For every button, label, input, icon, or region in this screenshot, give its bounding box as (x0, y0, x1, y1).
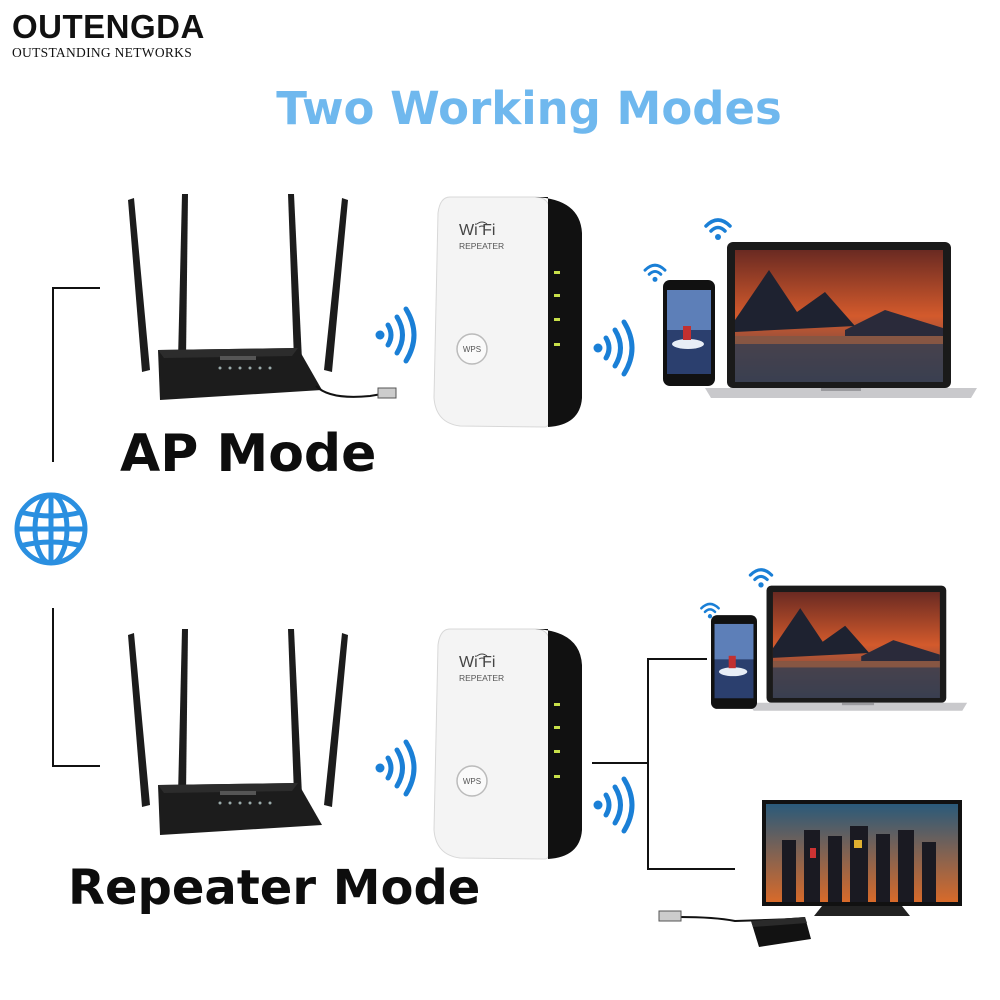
headline: Two Working Modes (276, 82, 782, 135)
wifi-signal-icon (704, 218, 732, 240)
wps-button-label: WPS (463, 777, 481, 786)
wifi-signal-icon (593, 776, 635, 834)
wifi-label: Wi Fi (459, 654, 495, 671)
repeater-image: WPS Wi Fi REPEATER (433, 628, 582, 860)
wifi-signal-icon (643, 263, 667, 282)
wifi-signal-icon (748, 568, 774, 588)
router-image (128, 629, 348, 835)
repeater-image: WPS Wi Fi REPEATER (433, 196, 582, 428)
wifi-signal-icon (700, 602, 720, 619)
connector-line-right-bottom (647, 868, 735, 870)
laptop-image (748, 585, 968, 711)
wifi-signal-icon (375, 739, 417, 797)
connector-line-bottom-v (52, 608, 54, 766)
connector-line-right-stub (592, 762, 648, 764)
mode-title-ap: AP Mode (120, 424, 377, 484)
wifi-signal-icon (593, 319, 635, 377)
connector-line-right-v (647, 658, 649, 870)
tv-image (762, 800, 962, 916)
tv-box-image (658, 910, 811, 947)
brand-name: OUTENGDA (12, 8, 205, 45)
mode-title-repeater: Repeater Mode (68, 860, 481, 916)
connector-line-right-top (647, 658, 707, 660)
smartphone-image (711, 615, 757, 709)
laptop-image (705, 242, 977, 398)
repeater-label: REPEATER (459, 241, 504, 251)
connector-line-top-v (52, 287, 54, 462)
brand-tagline: OUTSTANDING NETWORKS (12, 45, 193, 60)
smartphone-image (663, 280, 715, 386)
wifi-signal-icon (375, 306, 417, 364)
wifi-label: Wi Fi (459, 222, 495, 239)
router-image (128, 194, 397, 400)
globe-icon (14, 492, 88, 566)
connector-line-bottom-h (52, 765, 100, 767)
repeater-label: REPEATER (459, 673, 504, 683)
connector-line-top-h (52, 287, 100, 289)
wps-button-label: WPS (463, 345, 481, 354)
